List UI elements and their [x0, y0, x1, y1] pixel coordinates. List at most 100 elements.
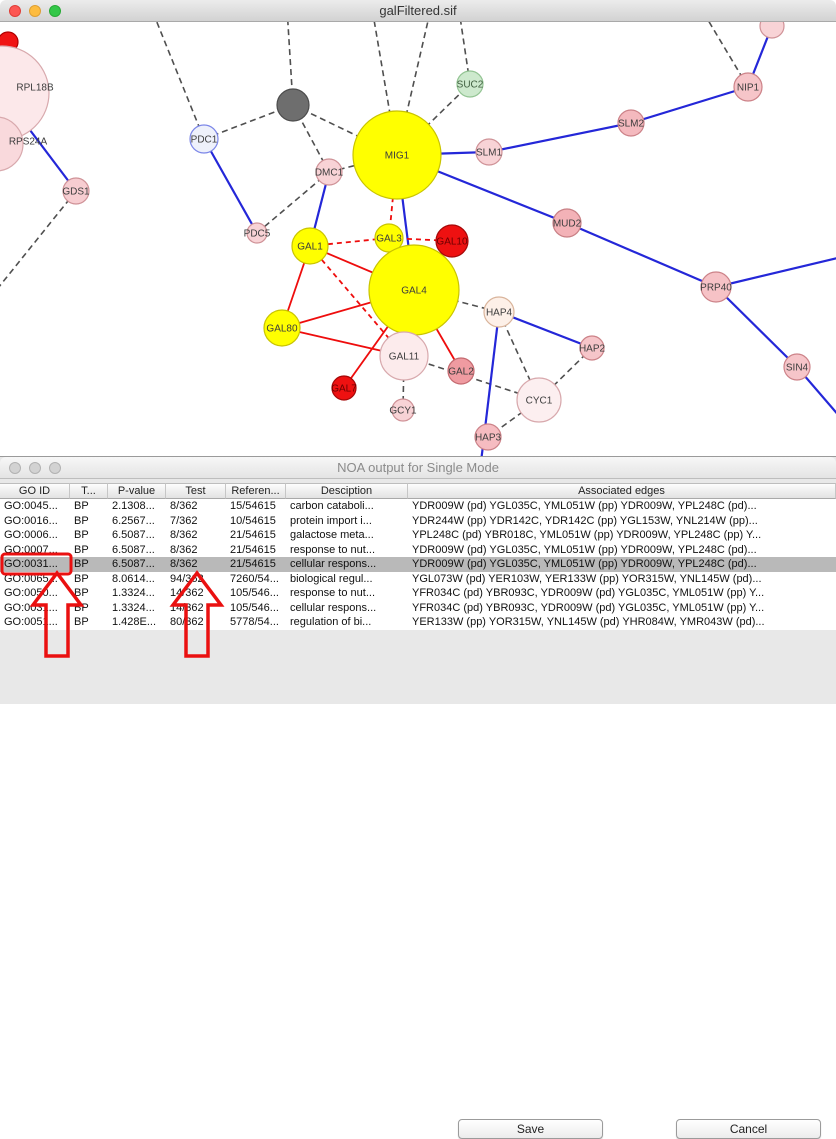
node-label-SLM2: SLM2 — [618, 119, 645, 130]
close-icon[interactable] — [9, 462, 21, 474]
cell: 10/54615 — [230, 514, 276, 527]
column-header-desciption[interactable]: Desciption — [286, 483, 408, 499]
noa-window-title: NOA output for Single Mode — [337, 460, 499, 475]
column-header-test[interactable]: Test — [166, 483, 226, 499]
cell: 105/546... — [230, 587, 279, 599]
edge-HAP4-HAP2[interactable] — [498, 310, 593, 350]
save-button[interactable]: Save — [458, 1119, 603, 1139]
column-header-t-[interactable]: T... — [70, 483, 108, 499]
edge-MIG1-SUC2[interactable] — [396, 83, 471, 156]
node-PDC5[interactable] — [246, 222, 268, 244]
node-PRP40[interactable] — [700, 271, 732, 303]
cell: 5778/54... — [230, 616, 279, 628]
edge-NIP1-t6[interactable] — [702, 22, 749, 88]
edge-PRP40-r1[interactable] — [715, 256, 836, 289]
node-GAL7[interactable] — [331, 375, 357, 401]
node-label-GAL10: GAL10 — [436, 237, 468, 248]
minimize-icon[interactable] — [29, 462, 41, 474]
node-GAL80[interactable] — [263, 309, 301, 347]
traffic-lights-inactive — [9, 462, 61, 474]
cell: galactose meta... — [290, 529, 374, 541]
edge-PRP40-SIN4[interactable] — [715, 286, 798, 368]
cell: BP — [74, 587, 89, 599]
cell: GO:0065... — [4, 572, 58, 585]
node-RPS24A[interactable] — [0, 116, 24, 172]
node-HAP3[interactable] — [474, 423, 502, 451]
network-canvas[interactable]: RPL18BRPS24AGDS1PDC1DMC1MIG1SUC2SLM1SLM2… — [0, 22, 836, 456]
node-HAP2[interactable] — [579, 335, 605, 361]
node-SIN4[interactable] — [783, 353, 811, 381]
node-label-MUD2: MUD2 — [553, 219, 582, 230]
network-window-title: galFiltered.sif — [379, 3, 457, 18]
node-MUD2[interactable] — [552, 208, 582, 238]
node-label-GCY1: GCY1 — [389, 406, 417, 417]
zoom-icon[interactable] — [49, 462, 61, 474]
node-gray1[interactable] — [276, 88, 310, 122]
node-label-PRP40: PRP40 — [700, 283, 732, 294]
edge-PDC1-t5[interactable] — [152, 22, 205, 140]
cell: cellular respons... — [290, 558, 377, 570]
edge-PDC5-DMC1[interactable] — [256, 171, 330, 234]
node-SLM2[interactable] — [617, 109, 645, 137]
edge-PDC1-PDC5[interactable] — [203, 138, 258, 234]
edge-GDS1-l1[interactable] — [0, 190, 77, 298]
edge-gray1-t1[interactable] — [287, 22, 294, 106]
cell: GO:0050... — [4, 587, 58, 599]
network-window-titlebar: galFiltered.sif — [0, 0, 836, 22]
cell: 1.3324... — [112, 601, 155, 614]
cell: 15/54615 — [230, 500, 276, 512]
node-label-PDC5: PDC5 — [244, 229, 271, 240]
cell: GO:0051... — [4, 616, 58, 628]
node-label-SIN4: SIN4 — [786, 363, 809, 374]
node-HAP4[interactable] — [483, 296, 515, 328]
node-DMC1[interactable] — [315, 158, 343, 186]
node-GAL2[interactable] — [447, 357, 475, 385]
column-header-referen-[interactable]: Referen... — [226, 483, 286, 499]
cell: response to nut... — [290, 587, 375, 599]
cell: YDR009W (pd) YGL035C, YML051W (pp) YDR00… — [412, 558, 757, 570]
zoom-icon[interactable] — [49, 5, 61, 17]
edge-SLM2-NIP1[interactable] — [630, 85, 749, 125]
column-header-associated-edges[interactable]: Associated edges — [408, 483, 836, 499]
edge-SLM1-SLM2[interactable] — [488, 121, 632, 154]
node-SLM1[interactable] — [475, 138, 503, 166]
cell: cellular respons... — [290, 601, 377, 614]
cell: BP — [74, 572, 89, 585]
edge-MUD2-PRP40[interactable] — [566, 221, 717, 289]
cell: 6.5087... — [112, 529, 155, 541]
node-MIG1[interactable] — [352, 110, 442, 200]
column-header-go-id[interactable]: GO ID — [0, 483, 70, 499]
cell: YDR009W (pd) YGL035C, YML051W (pp) YDR00… — [412, 543, 757, 556]
cancel-button[interactable]: Cancel — [676, 1119, 821, 1139]
node-PDC1[interactable] — [189, 124, 219, 154]
node-cutTR[interactable] — [759, 22, 785, 39]
minimize-icon[interactable] — [29, 5, 41, 17]
node-label-GAL7: GAL7 — [331, 384, 357, 395]
node-GAL11[interactable] — [379, 331, 429, 381]
cell: 6.2567... — [112, 514, 155, 527]
node-label-MIG1: MIG1 — [385, 151, 410, 162]
node-GAL1[interactable] — [291, 227, 329, 265]
node-GCY1[interactable] — [391, 398, 415, 422]
node-SUC2[interactable] — [456, 70, 484, 98]
cell: YPL248C (pd) YBR018C, YML051W (pp) YDR00… — [412, 529, 762, 541]
column-header-p-value[interactable]: P-value — [108, 483, 166, 499]
node-NIP1[interactable] — [733, 72, 763, 102]
node-GAL10[interactable] — [435, 224, 469, 258]
node-label-NIP1: NIP1 — [737, 83, 760, 94]
node-GDS1[interactable] — [62, 177, 90, 205]
cell: 1.428E... — [112, 616, 157, 628]
node-CYC1[interactable] — [516, 377, 562, 423]
close-icon[interactable] — [9, 5, 21, 17]
cell: BP — [74, 601, 89, 614]
